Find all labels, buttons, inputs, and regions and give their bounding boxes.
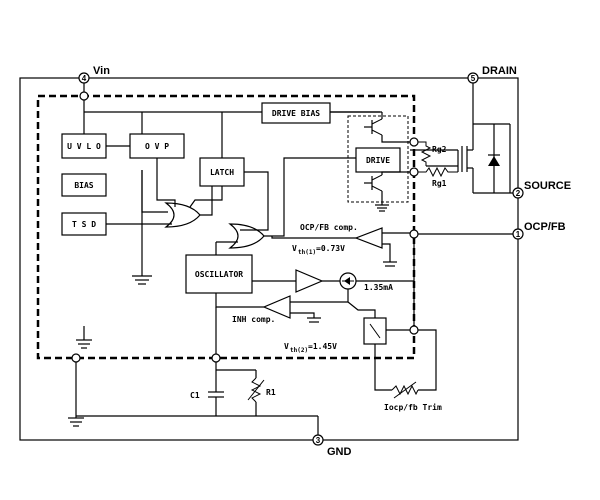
oscillator-label: OSCILLATOR [195,270,243,279]
uvlo-block: U V L O [61,133,107,159]
drive-block: DRIVE [355,147,401,173]
bias-block: BIAS [61,173,107,197]
drive-bias-block: DRIVE BIAS [261,102,331,124]
pin-source-number: 2 [516,189,521,198]
package-outline [19,77,519,441]
capacitor-c1: C1 [190,380,224,416]
vth2-sub: th(2) [290,347,308,354]
ocp-fb-comparator: OCP/FB comp. V th(1) =0.73V [292,223,383,256]
current-label: 1.35mA [364,283,393,292]
trim-resistor: Iocp/fb Trim [384,381,442,412]
power-mosfet [461,83,513,194]
pin-gnd-number: 3 [316,436,321,445]
vth1-value: =0.73V [316,244,345,253]
ocp-comp-label: OCP/FB comp. [300,223,358,232]
pin-source-label: SOURCE [524,180,571,192]
inh-comparator: INH comp. V th(2) =1.45V [232,295,337,354]
driver-enclosure [347,115,409,203]
vin-side-ground [76,326,92,349]
vth1-v: V [292,244,297,253]
latch-label: LATCH [210,168,234,177]
resistor-r1: R1 [247,370,276,416]
pin-drain-label: DRAIN [482,65,517,77]
vth1-sub: th(1) [298,249,316,256]
pin-drain: 5 DRAIN [467,65,517,84]
pin-vin-number: 4 [82,74,87,83]
vth2-value: =1.45V [308,342,337,351]
pin-gnd-label: GND [327,446,352,458]
or-gate-protection [164,202,201,228]
inh-comp-label: INH comp. [232,315,275,324]
trim-label: Iocp/fb Trim [384,402,442,412]
current-source: 1.35mA [339,272,393,292]
bias-label: BIAS [74,181,93,190]
drive-bias-label: DRIVE BIAS [272,109,320,118]
buffer-amplifier [295,269,324,293]
controller-boundary [36,94,416,360]
rg1-label: Rg1 [432,179,447,188]
c1-label: C1 [190,391,200,400]
drive-label: DRIVE [366,156,390,165]
pin-vin: 4 Vin [78,65,110,84]
upper-transistor [364,112,383,136]
r1-label: R1 [266,388,276,397]
vth2-v: V [284,342,289,351]
oscillator-block: OSCILLATOR [185,254,253,294]
pin-ocp-label: OCP/FB [524,221,566,233]
pin-ocp-fb: 1 OCP/FB [512,221,566,240]
ovp-block: O V P [129,133,185,159]
uvlo-label: U V L O [67,142,101,151]
or-gate-drive [228,223,265,249]
tsd-block: T S D [61,212,107,236]
pin-gnd: 3 GND [312,434,352,458]
pin-ocp-number: 1 [516,230,521,239]
tsd-label: T S D [72,220,96,229]
pin-source: 2 SOURCE [512,180,571,199]
resistor-rg2: Rg2 [418,141,447,166]
resistor-rg1: Rg1 [418,166,458,188]
trim-switch [363,317,387,345]
pin-vin-label: Vin [93,65,110,77]
latch-block: LATCH [199,157,245,187]
lower-transistor [364,174,389,212]
pin-drain-number: 5 [471,74,476,83]
vin-rail [79,83,380,158]
ovp-label: O V P [145,142,169,151]
